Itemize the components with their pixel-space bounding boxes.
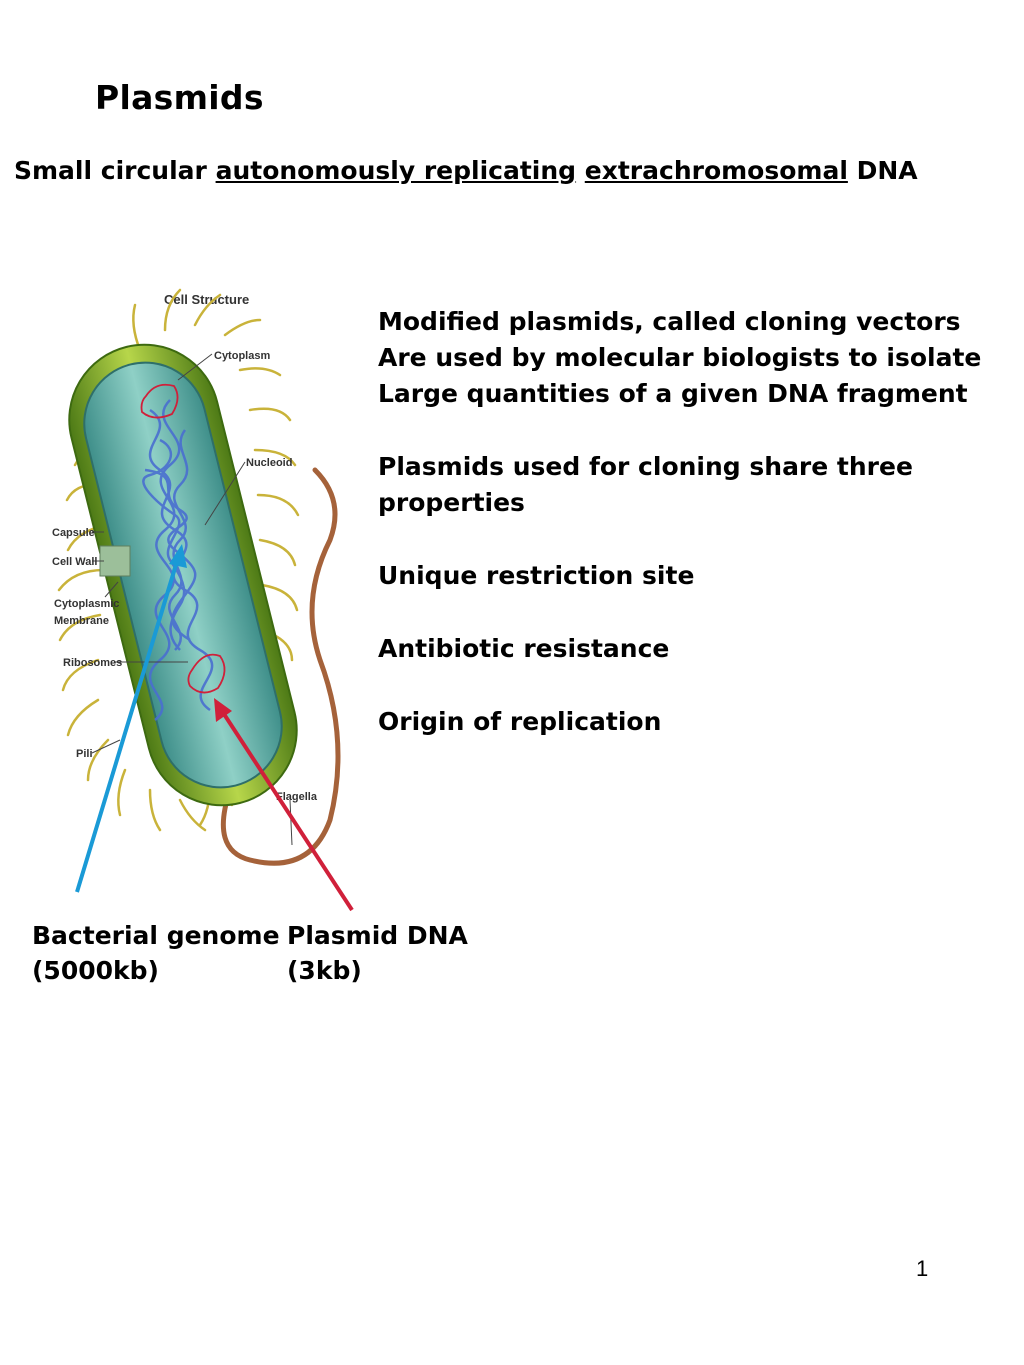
label-capsule: Capsule bbox=[52, 527, 95, 539]
nucleoid-dna bbox=[142, 399, 214, 721]
label-ribosomes: Ribosomes bbox=[63, 657, 122, 669]
subtitle-text-2 bbox=[576, 156, 585, 185]
label-cytoplasmic-membrane-1: Cytoplasmic bbox=[54, 598, 119, 610]
caption-plasmid-dna: Plasmid DNA (3kb) bbox=[287, 918, 468, 988]
subtitle-text-1: Small circular bbox=[14, 156, 216, 185]
subtitle-text-3: DNA bbox=[847, 156, 918, 185]
label-cell-wall: Cell Wall bbox=[52, 556, 97, 568]
capsule-wall-cutaway bbox=[99, 545, 131, 577]
bacterial-cell-diagram: Cell Structure Cytoplasm Nucleoid C bbox=[52, 288, 354, 912]
genome-arrow bbox=[75, 544, 187, 893]
slide-title: Plasmids bbox=[95, 78, 264, 117]
paragraph-line: Modified plasmids, called cloning vector… bbox=[378, 307, 961, 336]
paragraph-properties: Plasmids used for cloning share three pr… bbox=[378, 449, 913, 521]
plasmid-outline-bottom bbox=[187, 653, 226, 694]
label-flagella: Flagella bbox=[276, 791, 318, 803]
paragraph-line: properties bbox=[378, 488, 525, 517]
paragraph-cloning-vectors: Modified plasmids, called cloning vector… bbox=[378, 304, 981, 412]
label-cytoplasmic-membrane-2: Membrane bbox=[54, 615, 109, 627]
flagellum bbox=[220, 467, 341, 866]
caption-line: (3kb) bbox=[287, 956, 362, 985]
subtitle-underlined-2: extrachromosomal bbox=[584, 156, 848, 185]
paragraph-line: Are used by molecular biologists to isol… bbox=[378, 343, 982, 372]
cytoplasm bbox=[83, 361, 283, 789]
plasmid-arrow bbox=[214, 698, 354, 912]
label-pili: Pili bbox=[76, 748, 93, 760]
label-cytoplasm: Cytoplasm bbox=[214, 350, 270, 362]
caption-bacterial-genome: Bacterial genome (5000kb) bbox=[32, 918, 280, 988]
property-antibiotic-resistance: Antibiotic resistance bbox=[378, 634, 670, 663]
paragraph-line: Plasmids used for cloning share three bbox=[378, 452, 913, 481]
page-number: 1 bbox=[916, 1256, 929, 1281]
slide-subtitle: Small circular autonomously replicating … bbox=[14, 156, 918, 185]
property-restriction-site: Unique restriction site bbox=[378, 561, 695, 590]
leader-lines bbox=[91, 353, 293, 846]
property-origin-of-replication: Origin of replication bbox=[378, 707, 662, 736]
subtitle-underlined-1: autonomously replicating bbox=[215, 156, 577, 185]
paragraph-line: Large quantities of a given DNA fragment bbox=[378, 379, 968, 408]
plasmid-outline-top bbox=[140, 383, 179, 419]
caption-line: (5000kb) bbox=[32, 956, 159, 985]
figure-heading: Cell Structure bbox=[164, 292, 249, 307]
caption-line: Bacterial genome bbox=[32, 921, 280, 950]
caption-line: Plasmid DNA bbox=[287, 921, 468, 950]
label-nucleoid: Nucleoid bbox=[246, 457, 292, 469]
